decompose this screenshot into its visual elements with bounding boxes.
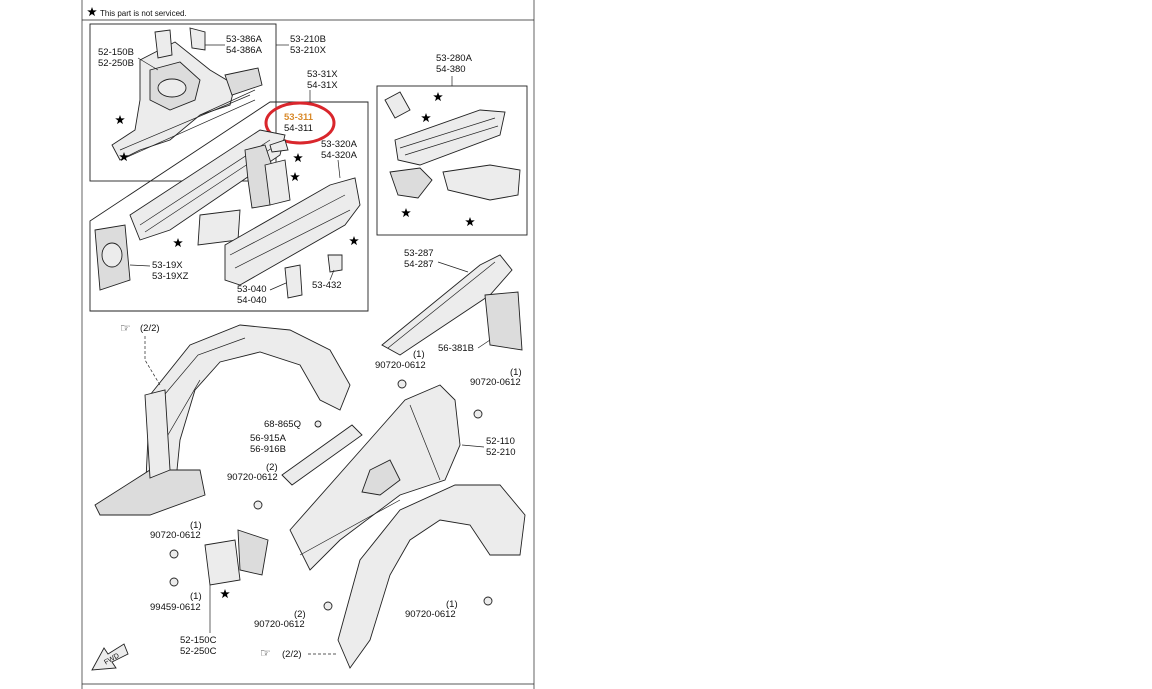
label-52-250B: 52-250B [98,58,134,69]
label-53-210B: 53-210B [290,34,326,45]
label-53-040: 53-040 [237,284,267,295]
label-53-386A: 53-386A [226,34,263,45]
label-90720-0612-b: 90720-0612 [470,377,521,388]
label-54-320A: 54-320A [321,150,358,161]
group-box-apron [89,101,369,312]
label-56-915A: 56-915A [250,433,287,444]
highlight-circle [264,101,336,145]
bolt-icon [253,500,263,510]
pointing-hand-icon: ☞ [120,321,131,335]
reinforcement-drawing [381,254,523,356]
label-53-311[interactable]: 53-311 [284,112,314,123]
label-53-31X: 53-31X [307,69,338,80]
label-52-110: 52-110 [486,436,515,447]
star-icon [349,236,359,246]
star-icon [433,92,443,102]
bolt-icon [483,596,493,606]
note-text: This part is not serviced. [100,9,187,18]
label-90720-0612-f: 90720-0612 [405,609,456,620]
qty-1-b: (1) [510,367,522,378]
label-53-280A: 53-280A [436,53,473,64]
fender-drawing [289,384,526,669]
qty-2-b: (2) [294,609,306,620]
label-90720-0612-e: 90720-0612 [254,619,305,630]
label-54-040: 54-040 [237,295,267,306]
label-68-865Q: 68-865Q [264,419,301,430]
label-90720-0612-d: 90720-0612 [150,530,201,541]
label-54-31X: 54-31X [307,80,338,91]
star-icon [465,217,475,227]
label-53-287: 53-287 [404,248,434,259]
bolt-icon [397,379,407,389]
star-icon [115,115,125,125]
star-icon [173,238,183,248]
star-icon [421,113,431,123]
bolt-icon [169,577,179,587]
label-54-386A: 54-386A [226,45,263,56]
label-53-210X: 53-210X [290,45,327,56]
label-52-210: 52-210 [486,447,516,458]
label-52-250C: 52-250C [180,646,217,657]
label-53-19XZ: 53-19XZ [152,271,189,282]
star-icon [293,153,303,163]
label-53-19X: 53-19X [152,260,183,271]
star-icon [401,208,411,218]
forward-arrow-icon [91,643,129,671]
clip-icon [314,420,322,428]
ref-2-2-top: (2/2) [140,323,160,334]
label-56-381B: 56-381B [438,343,474,354]
qty-1-c: (1) [190,520,202,531]
label-53-432: 53-432 [312,280,342,291]
star-icon [290,172,300,182]
qty-1-d: (1) [190,591,202,602]
label-52-150B: 52-150B [98,47,134,58]
label-54-311: 54-311 [284,123,313,134]
bolt-icon [473,409,483,419]
label-52-150C: 52-150C [180,635,217,646]
star-icon [87,7,97,17]
frame-member-drawing [384,91,521,201]
star-icon [220,589,230,599]
label-54-287: 54-287 [404,259,434,270]
qty-2-a: (2) [266,462,278,473]
label-56-916B: 56-916B [250,444,286,455]
label-54-380: 54-380 [436,64,466,75]
label-90720-0612-c: 90720-0612 [227,472,278,483]
pointing-hand-icon: ☞ [260,646,271,660]
bolt-icon [169,549,179,559]
label-53-320A: 53-320A [321,139,358,150]
qty-1-a: (1) [413,349,425,360]
label-90720-0612-a: 90720-0612 [375,360,426,371]
qty-1-e: (1) [446,599,458,610]
apron-assembly-drawing [94,129,361,299]
label-99459-0612: 99459-0612 [150,602,201,613]
fender-liner-drawing [94,324,351,516]
wheelhouse-assembly-drawing [111,27,263,161]
bolt-icon [323,601,333,611]
seal-strip-drawing [281,424,363,486]
bracket-drawing [204,529,269,586]
ref-2-2-bottom: (2/2) [282,649,302,660]
